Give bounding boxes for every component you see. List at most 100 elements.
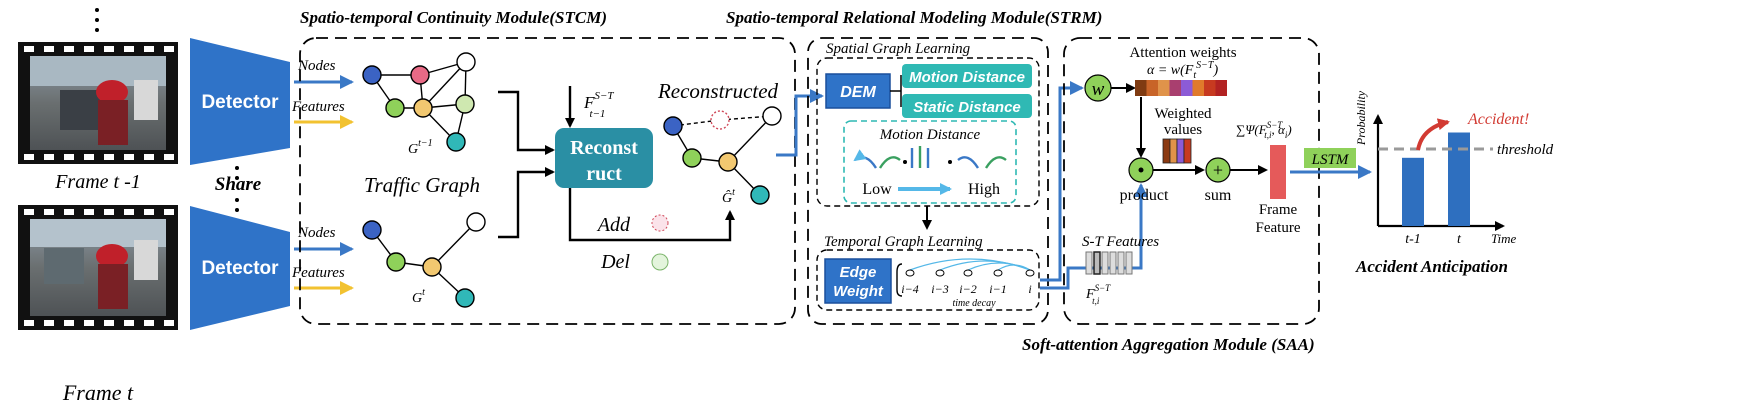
motion-dot-2 [948,160,952,164]
g-prev-label: Gt−1 [408,138,433,157]
attention-weight-cell [1135,80,1147,96]
chart-y-axis-label: Probability [1354,90,1368,146]
temporal-title: Temporal Graph Learning [824,234,983,250]
lstm-block [1304,148,1356,168]
chart-bar [1402,157,1424,226]
weighted-value-cell [1162,138,1171,164]
frame-feature-bar [1270,145,1286,199]
stcm-to-strm-arrow [776,89,824,157]
features-label-top: Features [291,99,345,115]
share-label: Share [215,174,262,195]
detector-bottom-shape [190,206,290,330]
w-symbol: w [1092,79,1105,100]
stcm-box [299,37,796,325]
sum-plus: + [1213,160,1223,180]
dem-block [825,73,891,109]
strm-to-st-arrow [1040,183,1148,290]
strm-to-w-arrow [1040,81,1084,282]
high-label: High [968,181,1000,198]
attention-weight-cell [1181,80,1193,96]
accident-label: Accident! [1467,111,1529,128]
attention-weight-cell [1169,80,1181,96]
product-dot [1138,167,1144,173]
motion-arrows-icon [853,146,1007,169]
attention-weight-cell [1192,80,1204,96]
graph-curr-to-reconstruct [498,167,555,239]
product-label: product [1120,187,1169,204]
reconstruct-line1: Reconst [570,137,638,159]
weighted-values-stack [1162,138,1192,164]
chart-title: Accident Anticipation [1355,257,1508,276]
chart-bar [1448,132,1470,226]
film-frame-top [18,42,178,164]
weighted-value-cell [1176,138,1185,164]
weighted-values-line2: values [1164,122,1202,138]
reconstruct-to-graph-hat [568,188,735,242]
traffic-graph-label: Traffic Graph [364,173,480,197]
temporal-node-1: i−3 [931,282,948,296]
chart-x-axis-label: Time [1491,231,1517,246]
frame-label-top: Frame t -1 [54,171,141,193]
features-label-bottom: Features [291,265,345,281]
alpha-formula: α = w(FtS−T) [1147,60,1218,81]
motion-distance-chip-label: Motion Distance [909,69,1025,86]
edge-weight-line2: Weight [833,283,884,300]
temporal-nodes [905,269,1035,277]
frame-feature-line2: Feature [1256,220,1301,236]
low-label: Low [862,181,892,198]
attention-weight-cell [1146,80,1158,96]
static-distance-chip [902,94,1032,118]
reconstruct-block [555,128,653,188]
edge-weight-block [824,258,892,304]
graph-reconstructed [663,106,782,205]
dem-label: DEM [840,84,876,101]
attention-title: Attention weights [1129,45,1236,61]
st-features-label: S-T Features [1082,234,1159,250]
temporal-node-3: i−1 [989,282,1006,296]
motion-dot-1 [903,160,907,164]
add-label: Add [596,214,631,236]
nodes-label-bottom: Nodes [297,225,336,241]
temporal-node-4: i [1028,282,1031,296]
attention-weight-cell [1215,80,1227,96]
temporal-node-0: i−4 [901,282,918,296]
nodes-label-top: Nodes [297,58,336,74]
weighted-value-cell [1169,138,1178,164]
frame-label-bottom: Frame t [62,380,134,405]
sum-label: sum [1205,187,1232,204]
time-decay-label: time decay [952,298,996,309]
chart-x-tick: t-1 [1405,232,1421,247]
weighted-values-line1: Weighted [1154,106,1212,122]
motion-distance-chip [902,64,1032,88]
g-hat-label: Ĝt [722,187,735,206]
attention-weights-bar [1135,80,1227,96]
weighted-value-cell [1183,138,1192,164]
film-frame-bottom [18,205,178,330]
temporal-bracket [896,263,903,297]
detector-top-label: Detector [201,92,279,113]
edge-weight-line1: Edge [840,264,877,281]
st-features-stack [1085,251,1133,275]
stcm-title: Spatio-temporal Continuity Module(STCM) [300,8,607,27]
add-icon [651,214,669,232]
graph-curr [362,212,486,308]
time-decay-arcs [909,258,1031,271]
motion-distance-box [843,120,1017,204]
frame-feature-line1: Frame [1259,202,1298,218]
frame-dots-top [95,8,99,32]
saa-title: Soft-attention Aggregation Module (SAA) [1022,335,1315,354]
saa-box [1063,37,1320,325]
attention-weight-cell [1204,80,1216,96]
temporal-box [816,249,1040,311]
detector-bottom-label: Detector [201,258,279,279]
reconstruct-line2: ruct [586,163,622,185]
motion-distance-box-title: Motion Distance [879,127,981,143]
chart-threshold-label: threshold [1497,142,1554,158]
spatial-title: Spatial Graph Learning [826,41,971,57]
graph-prev [362,52,476,152]
